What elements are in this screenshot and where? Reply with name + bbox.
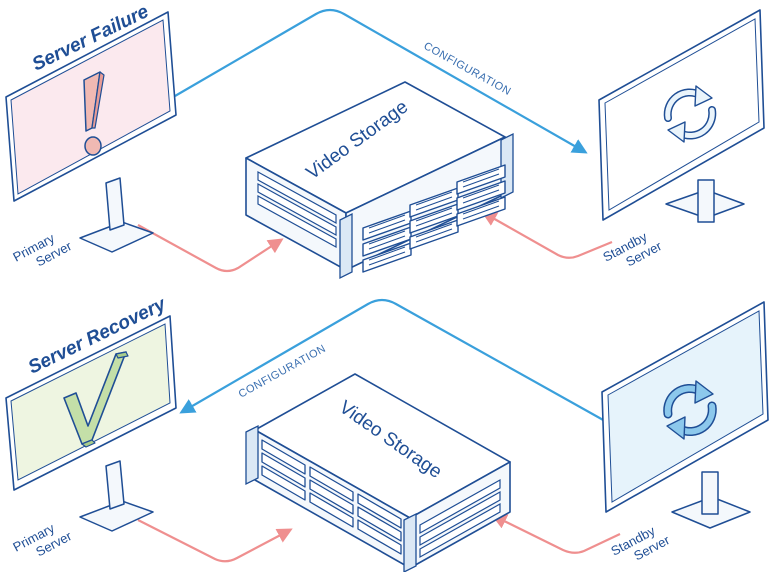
top-scenario: CONFIGURATION Server Failure Primary Ser… [5,1,765,280]
top-configuration-arrow [174,8,588,154]
top-primary-monitor [5,11,177,253]
bottom-drive-bays [261,439,402,555]
exclamation-icon [83,71,105,156]
top-video-storage: Video Storage [245,81,514,280]
sync-arrows-icon [663,380,717,440]
checkmark-icon [63,351,129,448]
bottom-video-storage: Video Storage [245,373,511,572]
bottom-primary-to-storage-arrow [137,519,293,563]
bottom-primary-label: Primary Server [10,520,74,559]
bottom-scenario: CONFIGURATION Server Recovery Primary Se… [5,293,769,572]
sync-arrows-icon [663,85,717,143]
bottom-configuration-arrow [179,298,606,422]
bottom-primary-monitor [5,315,177,532]
recovery-screen [10,323,171,481]
top-standby-to-storage-arrow [481,211,613,259]
top-configuration-label: CONFIGURATION [422,40,514,98]
bottom-standby-to-storage-arrow [491,514,621,554]
top-standby-monitor [598,9,765,223]
bottom-standby-monitor [601,301,769,529]
top-standby-label: Standby Server [600,229,664,270]
top-primary-label: Primary Server [10,230,74,269]
top-primary-to-storage-arrow [137,224,284,273]
bottom-standby-label: Standby Server [608,523,672,564]
